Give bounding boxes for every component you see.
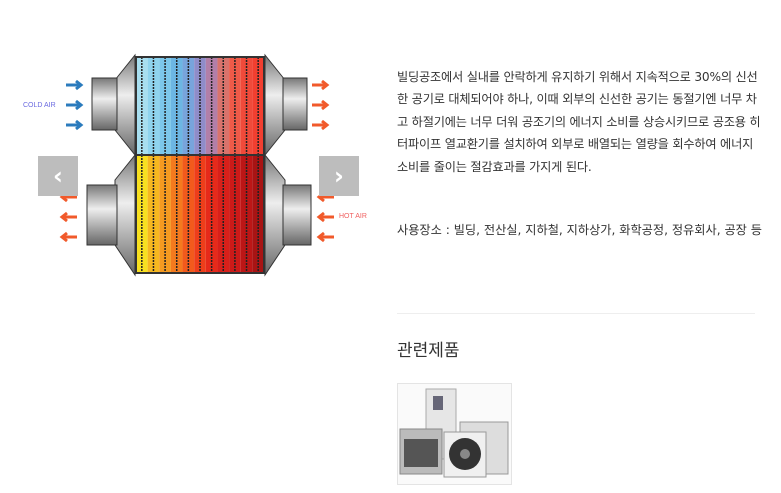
usage-locations: 사용장소 : 빌딩, 전산실, 지하철, 지하상가, 화학공정, 정유회사, 공… bbox=[397, 223, 762, 237]
carousel-next-button[interactable]: › bbox=[319, 156, 359, 196]
arrow-left-icon bbox=[59, 231, 77, 243]
arrow-right-icon bbox=[312, 79, 330, 91]
heat-exchanger-diagram: COLD AIR HOT AIR bbox=[23, 53, 367, 277]
cold-side-fins bbox=[136, 57, 264, 155]
hot-side-fins bbox=[136, 155, 264, 273]
air-conditioner-image bbox=[399, 388, 509, 478]
arrow-left-icon bbox=[316, 231, 334, 243]
description-text: 빌딩공조에서 실내를 안락하게 유지하기 위해서 지속적으로 30%의 신선한 … bbox=[397, 70, 761, 174]
arrow-right-icon bbox=[66, 99, 84, 111]
hot-air-label: HOT AIR bbox=[339, 213, 367, 220]
related-product-thumbnail[interactable] bbox=[397, 383, 512, 485]
arrow-right-icon bbox=[312, 119, 330, 131]
arrow-right-icon bbox=[66, 79, 84, 91]
cold-air-label: COLD AIR bbox=[23, 102, 56, 109]
chevron-right-icon: › bbox=[334, 162, 344, 190]
carousel-prev-button[interactable]: ‹ bbox=[38, 156, 78, 196]
related-products-heading: 관련제품 bbox=[397, 341, 460, 361]
arrow-left-icon bbox=[59, 211, 77, 223]
arrow-right-icon bbox=[312, 99, 330, 111]
arrow-right-icon bbox=[66, 119, 84, 131]
arrow-left-icon bbox=[316, 211, 334, 223]
divider bbox=[397, 313, 755, 314]
chevron-left-icon: ‹ bbox=[53, 162, 63, 190]
